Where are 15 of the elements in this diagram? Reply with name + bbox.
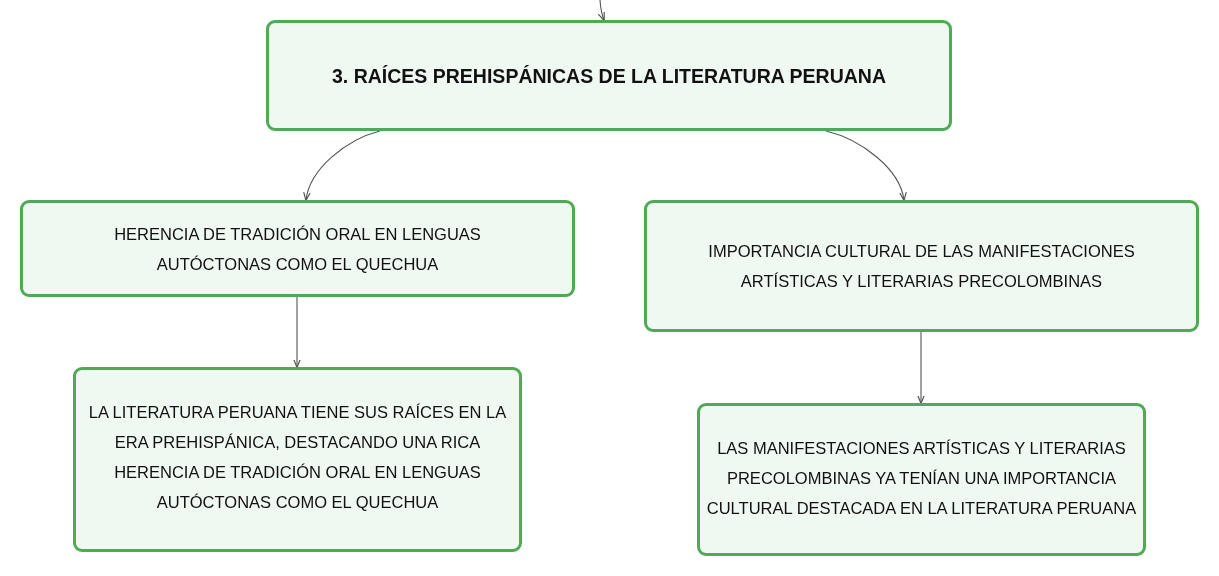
arrow xyxy=(825,130,907,202)
node-text: LA LITERATURA PERUANA TIENE SUS RAÍCES EN LA ERA PREHISPÁNICA, DESTACANDO UNA RICA HERENCIA DE TRADICIÓN ORAL EN LENGUAS AUTÓCTONAS COMO EL QUECHUA xyxy=(87,401,508,513)
arrow xyxy=(917,331,925,405)
node-text: IMPORTANCIA CULTURAL DE LAS MANIFESTACIONES ARTÍSTICAS Y LITERARIAS PRECOLOMBINAS xyxy=(707,241,1136,292)
title-box xyxy=(266,20,952,131)
node-text: HERENCIA DE TRADICIÓN ORAL EN LENGUAS AUTÓCTONAS COMO EL QUECHUA xyxy=(113,223,482,275)
topic-box xyxy=(644,200,1199,332)
arrow xyxy=(597,0,605,22)
detail-box xyxy=(73,367,522,552)
arrow xyxy=(293,296,301,369)
topic-box xyxy=(20,200,575,297)
arrow xyxy=(303,130,381,202)
title-text: 3. RAÍCES PREHISPÁNICAS DE LA LITERATURA PERUANA xyxy=(332,63,886,89)
detail-box xyxy=(697,403,1146,556)
node-text: LAS MANIFESTACIONES ARTÍSTICAS Y LITERARIAS PRECOLOMBINAS YA TENÍAN UNA IMPORTANCIA CULTURAL DESTACADA EN LA LITERATURA PERUANA xyxy=(705,437,1138,519)
